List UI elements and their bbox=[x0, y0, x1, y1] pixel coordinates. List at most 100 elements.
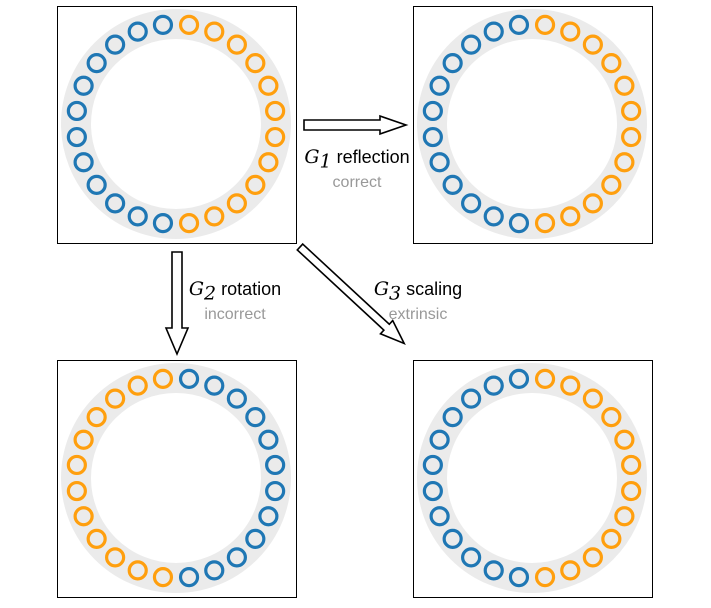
ring-dot bbox=[483, 206, 504, 227]
ring-dot bbox=[127, 206, 148, 227]
ring-dot bbox=[429, 152, 450, 173]
ring-dot bbox=[534, 213, 556, 234]
ring-dot bbox=[66, 480, 87, 502]
g1-name: reflection bbox=[336, 147, 410, 167]
ring-dot bbox=[152, 368, 174, 389]
ring-dot bbox=[614, 75, 635, 96]
ring-dot bbox=[178, 14, 200, 35]
g3-symbol: G bbox=[373, 278, 390, 300]
ring-dot bbox=[422, 126, 443, 148]
ring-dot bbox=[204, 21, 225, 42]
arrow-g3 bbox=[296, 242, 406, 346]
ring-dot bbox=[582, 547, 603, 568]
ring-dot bbox=[152, 567, 174, 588]
ring-dot bbox=[422, 100, 443, 122]
arrow-g1 bbox=[303, 114, 409, 136]
ring-dot bbox=[582, 34, 603, 55]
ring-dot bbox=[105, 34, 126, 55]
ring-dot bbox=[621, 454, 642, 476]
ring-dot bbox=[621, 100, 642, 122]
ring-dot bbox=[226, 193, 247, 214]
ring-dot bbox=[73, 152, 94, 173]
ring-dot bbox=[461, 547, 482, 568]
g2-name: rotation bbox=[221, 279, 282, 299]
ring-dot bbox=[534, 567, 556, 588]
ring-dot bbox=[178, 213, 200, 234]
ring-dot bbox=[560, 375, 581, 396]
ring-dot bbox=[621, 126, 642, 148]
ring-dot bbox=[204, 375, 225, 396]
ring-dot bbox=[461, 388, 482, 409]
ring-dot bbox=[258, 429, 279, 450]
ring-dot bbox=[73, 75, 94, 96]
ring-dot bbox=[429, 506, 450, 527]
ring-dot bbox=[621, 480, 642, 502]
ring-dot bbox=[429, 429, 450, 450]
ring-dot bbox=[226, 547, 247, 568]
ring-original bbox=[61, 9, 291, 239]
label-g2: G2 rotation incorrect bbox=[170, 278, 300, 325]
ring-dot bbox=[601, 53, 622, 74]
ring-dot bbox=[442, 407, 463, 428]
ring-dot bbox=[152, 14, 174, 35]
ring-reflected bbox=[417, 9, 647, 239]
ring-dot bbox=[534, 14, 556, 35]
ring-dot bbox=[582, 193, 603, 214]
ring-dot bbox=[73, 429, 94, 450]
ring-dot bbox=[258, 506, 279, 527]
ring-dot bbox=[105, 388, 126, 409]
ring-dot bbox=[204, 206, 225, 227]
ring-dot bbox=[614, 429, 635, 450]
panel-scaled bbox=[413, 360, 653, 598]
ring-dot bbox=[582, 388, 603, 409]
ring-dot bbox=[86, 407, 107, 428]
ring-dot bbox=[258, 152, 279, 173]
ring-dot bbox=[105, 547, 126, 568]
ring-dot bbox=[534, 368, 556, 389]
ring-dot bbox=[560, 560, 581, 581]
ring-dot bbox=[508, 567, 530, 588]
panel-original bbox=[57, 6, 297, 244]
ring-dot bbox=[508, 213, 530, 234]
g2-index: 2 bbox=[204, 282, 217, 305]
ring-dot bbox=[127, 21, 148, 42]
label-g1: G1 reflection correct bbox=[292, 146, 422, 193]
ring-dot bbox=[245, 174, 266, 195]
ring-scaled bbox=[417, 363, 647, 593]
ring-dot bbox=[483, 375, 504, 396]
ring-dot bbox=[258, 75, 279, 96]
ring-dot bbox=[86, 174, 107, 195]
ring-dot bbox=[127, 560, 148, 581]
ring-dot bbox=[66, 454, 87, 476]
ring-dot bbox=[73, 506, 94, 527]
g3-name: scaling bbox=[406, 279, 463, 299]
ring-dot bbox=[265, 126, 286, 148]
ring-dot bbox=[483, 560, 504, 581]
ring-rotated bbox=[61, 363, 291, 593]
g2-verdict: incorrect bbox=[204, 306, 266, 324]
ring-dot bbox=[178, 567, 200, 588]
ring-dot bbox=[265, 480, 286, 502]
ring-dot bbox=[66, 126, 87, 148]
label-g3: G3 scaling extrinsic bbox=[353, 278, 483, 325]
ring-dot bbox=[152, 213, 174, 234]
g2-symbol: G bbox=[188, 278, 205, 300]
ring-dot bbox=[86, 528, 107, 549]
ring-dot bbox=[442, 53, 463, 74]
ring-dot bbox=[461, 34, 482, 55]
g3-index: 3 bbox=[389, 282, 402, 305]
ring-dot bbox=[178, 368, 200, 389]
ring-dot bbox=[429, 75, 450, 96]
ring-track bbox=[61, 9, 291, 239]
ring-dot bbox=[245, 53, 266, 74]
ring-dot bbox=[601, 174, 622, 195]
g3-verdict: extrinsic bbox=[388, 306, 448, 324]
ring-dot bbox=[442, 174, 463, 195]
ring-track bbox=[417, 9, 647, 239]
ring-dot bbox=[265, 454, 286, 476]
ring-track bbox=[417, 363, 647, 593]
g1-verdict: correct bbox=[332, 174, 382, 192]
g1-symbol: G bbox=[304, 146, 320, 168]
ring-dot bbox=[508, 14, 530, 35]
